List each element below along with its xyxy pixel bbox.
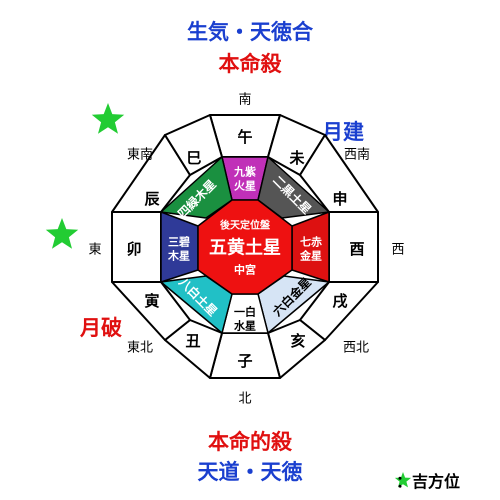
direction-northeast: 東北 [127, 340, 153, 356]
star-north-line2: 水星 [234, 319, 256, 333]
outer-ring [111, 114, 379, 379]
direction-northwest: 西北 [343, 341, 369, 356]
lucky-star-icon [45, 218, 79, 249]
geppa-label: 月破 [80, 316, 122, 340]
center-star-name: 五黄土星 [209, 237, 281, 259]
star-west-line2: 金星 [299, 249, 322, 263]
zodiac-inu: 戌 [332, 292, 347, 310]
star-east-line2: 木星 [167, 249, 190, 263]
star-east-line1: 三碧 [168, 235, 190, 249]
legend-label: ：吉方位 [396, 472, 461, 491]
direction-southwest: 西南 [344, 147, 370, 163]
zodiac-tora: 寅 [144, 292, 159, 310]
lucky-star-icon [91, 103, 125, 134]
zodiac-u: 卯 [126, 240, 141, 258]
legend-star-icon [394, 472, 412, 488]
zodiac-ushi: 丑 [185, 332, 200, 350]
zodiac-hitsuji: 未 [288, 149, 305, 167]
header-line-2: 本命殺 [218, 52, 282, 76]
star-south-line1: 九紫 [233, 165, 256, 179]
direction-south: 南 [238, 92, 251, 108]
zodiac-ne: 子 [237, 352, 252, 370]
zodiac-i: 亥 [290, 332, 305, 350]
center-board-title: 後天定位盤 [220, 219, 271, 232]
inner-palaces [160, 156, 330, 334]
direction-southeast: 東南 [127, 147, 153, 163]
zodiac-uma: 午 [237, 128, 252, 146]
star-north-line1: 一白 [234, 305, 256, 319]
footer-line-1: 本命的殺 [208, 430, 292, 454]
star-west-line1: 七赤 [300, 235, 322, 249]
direction-west: 西 [391, 243, 404, 258]
star-south-line2: 火星 [234, 180, 256, 193]
zodiac-tatsu: 辰 [144, 190, 160, 208]
direction-east: 東 [88, 242, 101, 258]
zodiac-saru: 申 [332, 190, 347, 208]
footer-line-2: 天道・天徳 [197, 460, 303, 484]
palace-center [197, 199, 293, 295]
direction-north: 北 [238, 392, 251, 407]
zodiac-tori: 酉 [349, 240, 364, 258]
zodiac-mi: 巳 [186, 149, 201, 167]
center-palace-label: 中宮 [234, 263, 256, 277]
header-line-1: 生気・天徳合 [187, 20, 313, 44]
